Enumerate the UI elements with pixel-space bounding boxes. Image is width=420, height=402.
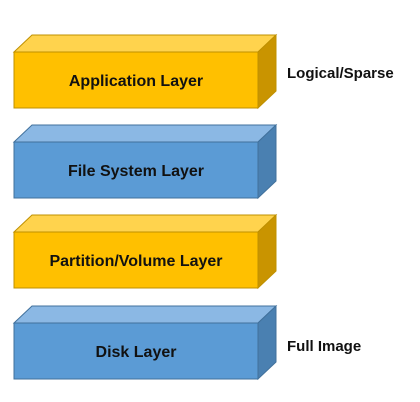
partition-volume-layer-front-face bbox=[13, 231, 259, 289]
disk-layer-front-face bbox=[13, 322, 259, 380]
application-layer-block: Application Layer bbox=[12, 33, 278, 110]
logical-sparse-label: Logical/Sparse bbox=[287, 65, 394, 82]
application-layer-label: Application Layer bbox=[69, 73, 203, 90]
partition-volume-layer-block: Partition/Volume Layer bbox=[12, 213, 278, 290]
file-system-layer-label: File System Layer bbox=[68, 163, 204, 180]
file-system-layer-front-face bbox=[13, 141, 259, 199]
file-system-layer-block: File System Layer bbox=[12, 123, 278, 200]
application-layer-top-face bbox=[12, 34, 278, 53]
full-image-label: Full Image bbox=[287, 338, 361, 355]
partition-volume-layer-top-face bbox=[12, 214, 278, 233]
disk-layer-top-face bbox=[12, 305, 278, 324]
partition-volume-layer-label: Partition/Volume Layer bbox=[49, 253, 222, 270]
file-system-layer-top-face bbox=[12, 124, 278, 143]
disk-layer-label: Disk Layer bbox=[96, 344, 177, 361]
application-layer-front-face bbox=[13, 51, 259, 109]
disk-layer-block: Disk Layer bbox=[12, 304, 278, 381]
